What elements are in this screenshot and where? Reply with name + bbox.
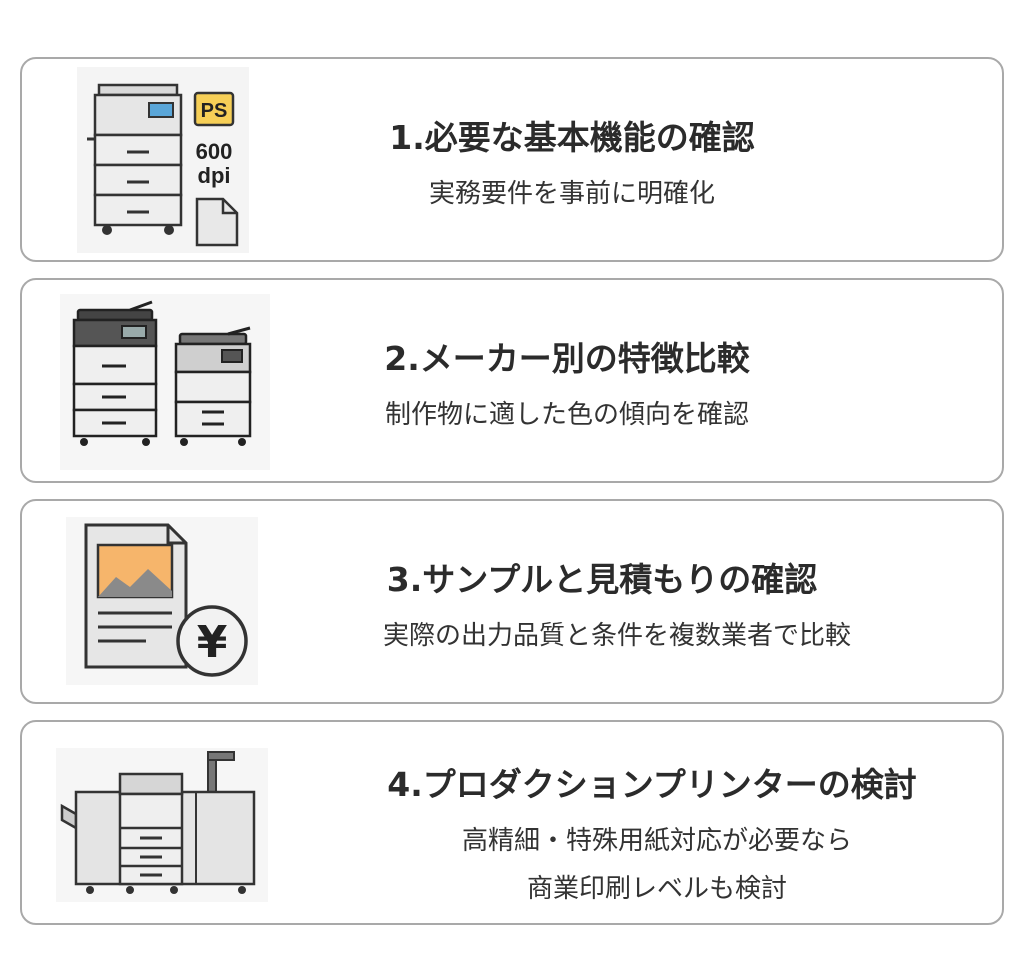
dpi-unit-label: dpi [198, 163, 231, 188]
step-card-1: PS 600 dpi 1.必要な基本機能の確認 実務要件を事前に明確化 [20, 57, 1004, 262]
step-subtitle-3: 実際の出力品質と条件を複数業者で比較 [382, 621, 852, 651]
step-title-4: 4.プロダクションプリンターの検討 [387, 765, 917, 804]
step-title-2: 2.メーカー別の特徴比較 [384, 339, 750, 378]
printer-with-spec-icon: PS 600 dpi [77, 67, 249, 253]
yen-symbol: ¥ [197, 617, 228, 668]
ps-badge-label: PS [201, 100, 228, 122]
step-subtitle-4-line1: 高精細・特殊用紙対応が必要なら [461, 826, 853, 856]
production-printer-icon [56, 748, 268, 902]
step-title-3: 3.サンプルと見積もりの確認 [386, 560, 818, 599]
two-printers-icon [60, 294, 270, 470]
dpi-value-label: 600 [196, 139, 233, 164]
step-title-1: 1.必要な基本機能の確認 [389, 118, 755, 157]
step-card-2: 2.メーカー別の特徴比較 制作物に適した色の傾向を確認 [20, 278, 1004, 483]
step-card-3: ¥ 3.サンプルと見積もりの確認 実際の出力品質と条件を複数業者で比較 [20, 499, 1004, 704]
sample-and-yen-icon: ¥ [66, 517, 258, 685]
step-subtitle-1: 実務要件を事前に明確化 [428, 179, 716, 209]
step-card-4: 4.プロダクションプリンターの検討 高精細・特殊用紙対応が必要なら 商業印刷レベ… [20, 720, 1004, 925]
step-subtitle-4-line2: 商業印刷レベルも検討 [526, 874, 788, 904]
step-subtitle-2: 制作物に適した色の傾向を確認 [384, 400, 750, 430]
